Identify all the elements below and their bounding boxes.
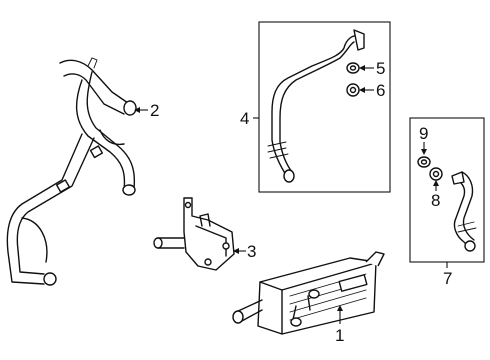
callout-6: 6 bbox=[376, 81, 385, 100]
oil-line-part-4 bbox=[267, 29, 365, 183]
callout-3: 3 bbox=[247, 242, 256, 261]
callout-1: 1 bbox=[335, 326, 344, 345]
washer-part-6 bbox=[346, 83, 360, 97]
callout-7: 7 bbox=[443, 269, 452, 288]
callout-8: 8 bbox=[431, 191, 440, 210]
bracket-valve-part-3 bbox=[153, 197, 235, 271]
oil-line-part-7 bbox=[451, 171, 477, 252]
callout-2: 2 bbox=[150, 101, 159, 120]
part-4-group-box bbox=[258, 21, 391, 193]
coolant-hose-part-2 bbox=[6, 57, 137, 286]
washer-part-9 bbox=[417, 156, 431, 168]
washer-part-8 bbox=[429, 167, 443, 181]
callout-4: 4 bbox=[240, 109, 249, 128]
washer-part-5 bbox=[346, 62, 360, 74]
oil-cooler-part-1 bbox=[232, 251, 385, 335]
leader-lines bbox=[134, 65, 448, 324]
callout-5: 5 bbox=[376, 59, 385, 78]
callout-9: 9 bbox=[419, 124, 428, 143]
